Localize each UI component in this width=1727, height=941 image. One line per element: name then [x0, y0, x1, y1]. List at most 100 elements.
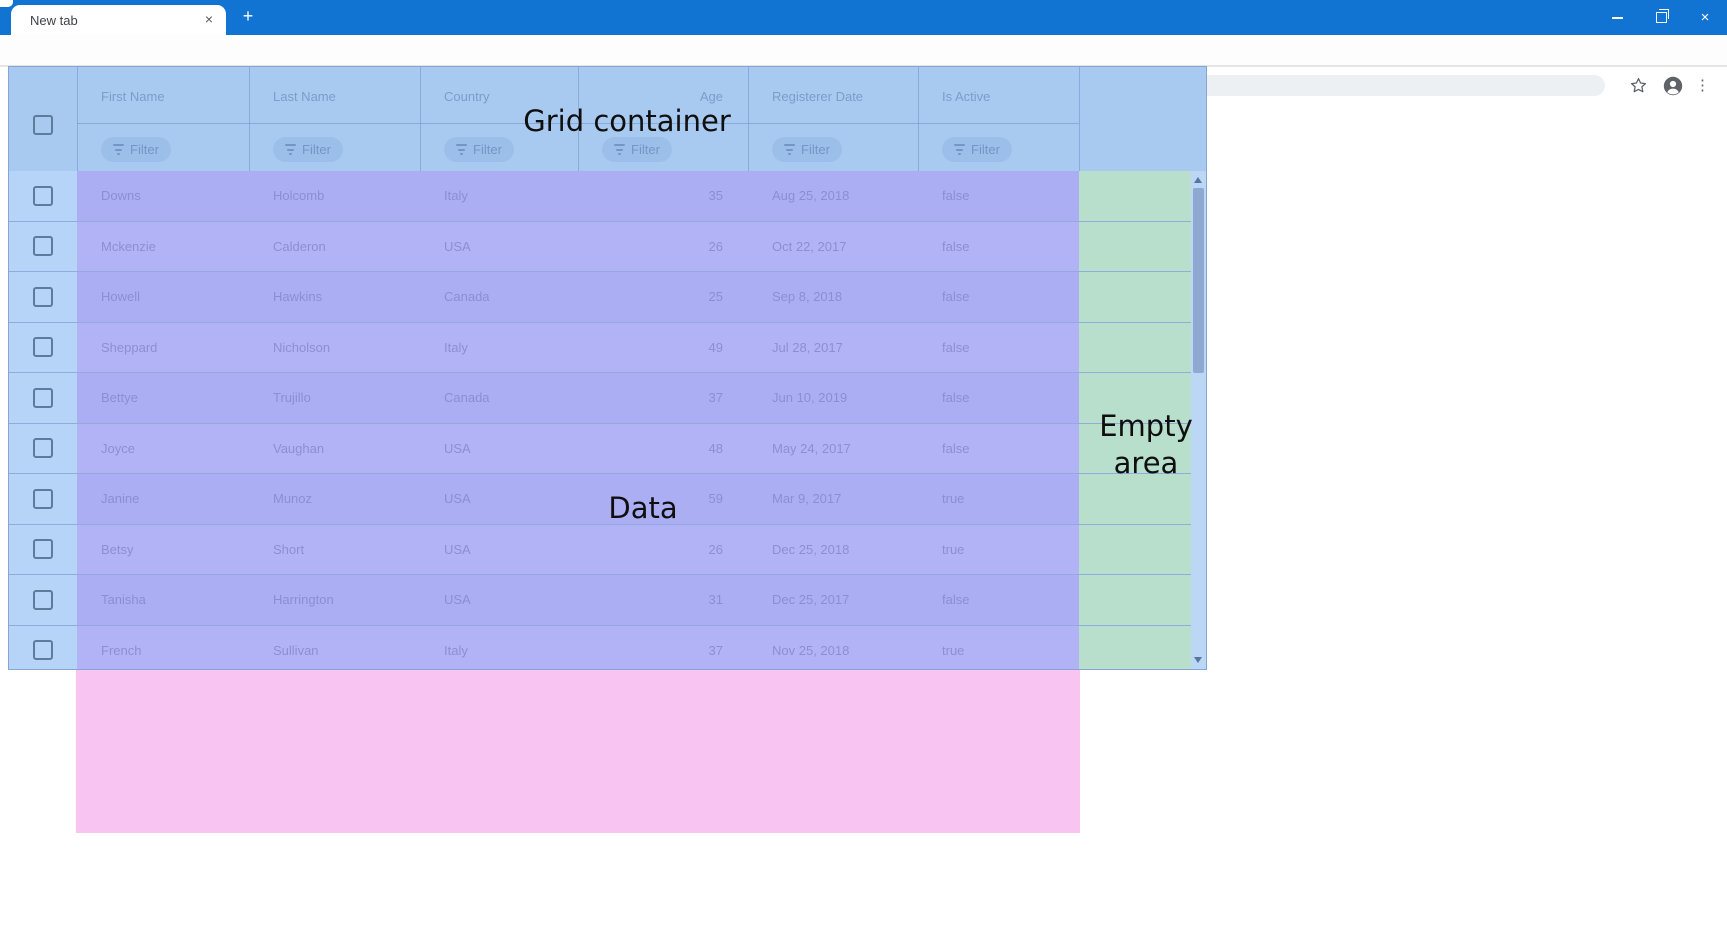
- cell-is-active[interactable]: false: [918, 221, 1079, 271]
- window-minimize-button[interactable]: [1595, 0, 1639, 35]
- cell-country[interactable]: Canada: [420, 272, 578, 322]
- cell-is-active[interactable]: false: [918, 373, 1079, 423]
- cell-age[interactable]: 35: [578, 171, 748, 221]
- cell-first-name[interactable]: Tanisha: [77, 575, 249, 625]
- row-checkbox[interactable]: [33, 589, 53, 610]
- cell-last-name[interactable]: Calderon: [249, 221, 420, 271]
- row-checkbox[interactable]: [33, 286, 53, 307]
- cell-is-active[interactable]: false: [918, 171, 1079, 221]
- cell-is-active[interactable]: false: [918, 575, 1079, 625]
- cell-registerer-date[interactable]: Sep 8, 2018: [748, 272, 918, 322]
- cell-registerer-date[interactable]: Mar 9, 2017: [748, 474, 918, 524]
- select-all-checkbox[interactable]: [33, 115, 53, 135]
- cell-first-name[interactable]: Howell: [77, 272, 249, 322]
- cell-age[interactable]: 37: [578, 625, 748, 669]
- cell-registerer-date[interactable]: Dec 25, 2017: [748, 575, 918, 625]
- cell-country[interactable]: USA: [420, 575, 578, 625]
- scroll-up-arrow-icon[interactable]: [1194, 177, 1202, 183]
- cell-last-name[interactable]: Sullivan: [249, 625, 420, 669]
- cell-last-name[interactable]: Hawkins: [249, 272, 420, 322]
- cell-registerer-date[interactable]: Oct 22, 2017: [748, 221, 918, 271]
- cell-age[interactable]: 49: [578, 322, 748, 372]
- cell-age[interactable]: 59: [578, 474, 748, 524]
- cell-country[interactable]: USA: [420, 524, 578, 574]
- cell-country[interactable]: USA: [420, 221, 578, 271]
- cell-first-name[interactable]: Downs: [77, 171, 249, 221]
- cell-registerer-date[interactable]: Jul 28, 2017: [748, 322, 918, 372]
- cell-country[interactable]: USA: [420, 474, 578, 524]
- row-checkbox[interactable]: [33, 387, 53, 408]
- profile-avatar-icon[interactable]: [1663, 76, 1683, 96]
- cell-is-active[interactable]: false: [918, 423, 1079, 473]
- cell-last-name[interactable]: Trujillo: [249, 373, 420, 423]
- filter-button-last-name[interactable]: Filter: [273, 137, 343, 162]
- filter-button-first-name[interactable]: Filter: [101, 137, 171, 162]
- window-restore-button[interactable]: [1639, 0, 1683, 35]
- cell-last-name[interactable]: Holcomb: [249, 171, 420, 221]
- cell-is-active[interactable]: true: [918, 524, 1079, 574]
- row-checkbox[interactable]: [33, 488, 53, 509]
- cell-last-name[interactable]: Vaughan: [249, 423, 420, 473]
- window-close-button[interactable]: ×: [1700, 9, 1710, 26]
- cell-registerer-date[interactable]: Aug 25, 2018: [748, 171, 918, 221]
- filter-button-age[interactable]: Filter: [602, 137, 672, 162]
- vertical-scrollbar[interactable]: [1191, 171, 1206, 669]
- cell-country[interactable]: Italy: [420, 322, 578, 372]
- cell-first-name[interactable]: French: [77, 625, 249, 669]
- cell-is-active[interactable]: false: [918, 322, 1079, 372]
- cell-last-name[interactable]: Short: [249, 524, 420, 574]
- filter-button-registerer-date[interactable]: Filter: [772, 137, 842, 162]
- cell-is-active[interactable]: true: [918, 625, 1079, 669]
- cell-age[interactable]: 37: [578, 373, 748, 423]
- filter-button-country[interactable]: Filter: [444, 137, 514, 162]
- bookmark-star-icon[interactable]: [1630, 77, 1647, 94]
- cell-last-name[interactable]: Harrington: [249, 575, 420, 625]
- cell-age[interactable]: 25: [578, 272, 748, 322]
- cell-first-name[interactable]: Bettye: [77, 373, 249, 423]
- cell-first-name[interactable]: Sheppard: [77, 322, 249, 372]
- cell-first-name[interactable]: Mckenzie: [77, 221, 249, 271]
- cell-registerer-date[interactable]: Jun 10, 2019: [748, 373, 918, 423]
- browser-tab[interactable]: New tab ×: [11, 5, 226, 35]
- cell-age[interactable]: 26: [578, 524, 748, 574]
- new-tab-button[interactable]: +: [242, 6, 254, 26]
- cell-registerer-date[interactable]: Dec 25, 2018: [748, 524, 918, 574]
- cell-country[interactable]: Canada: [420, 373, 578, 423]
- row-checkbox[interactable]: [33, 236, 53, 257]
- filter-button-is-active[interactable]: Filter: [942, 137, 1012, 162]
- cell-country[interactable]: USA: [420, 423, 578, 473]
- cell-last-name[interactable]: Nicholson: [249, 322, 420, 372]
- cell-first-name[interactable]: Janine: [77, 474, 249, 524]
- scroll-down-arrow-icon[interactable]: [1194, 657, 1202, 663]
- scrollbar-thumb[interactable]: [1193, 188, 1204, 373]
- cell-first-name[interactable]: Betsy: [77, 524, 249, 574]
- cell-age[interactable]: 48: [578, 423, 748, 473]
- cell-age[interactable]: 26: [578, 221, 748, 271]
- menu-dots-icon[interactable]: ⋮: [1695, 77, 1710, 94]
- cell-is-active[interactable]: false: [918, 272, 1079, 322]
- cell-first-name[interactable]: Joyce: [77, 423, 249, 473]
- cell-is-active[interactable]: true: [918, 474, 1079, 524]
- cell-country[interactable]: Italy: [420, 171, 578, 221]
- row-checkbox[interactable]: [33, 539, 53, 560]
- row-checkbox[interactable]: [33, 438, 53, 459]
- row-checkbox[interactable]: [33, 185, 53, 206]
- row-checkbox[interactable]: [33, 640, 53, 661]
- cell-country[interactable]: Italy: [420, 625, 578, 669]
